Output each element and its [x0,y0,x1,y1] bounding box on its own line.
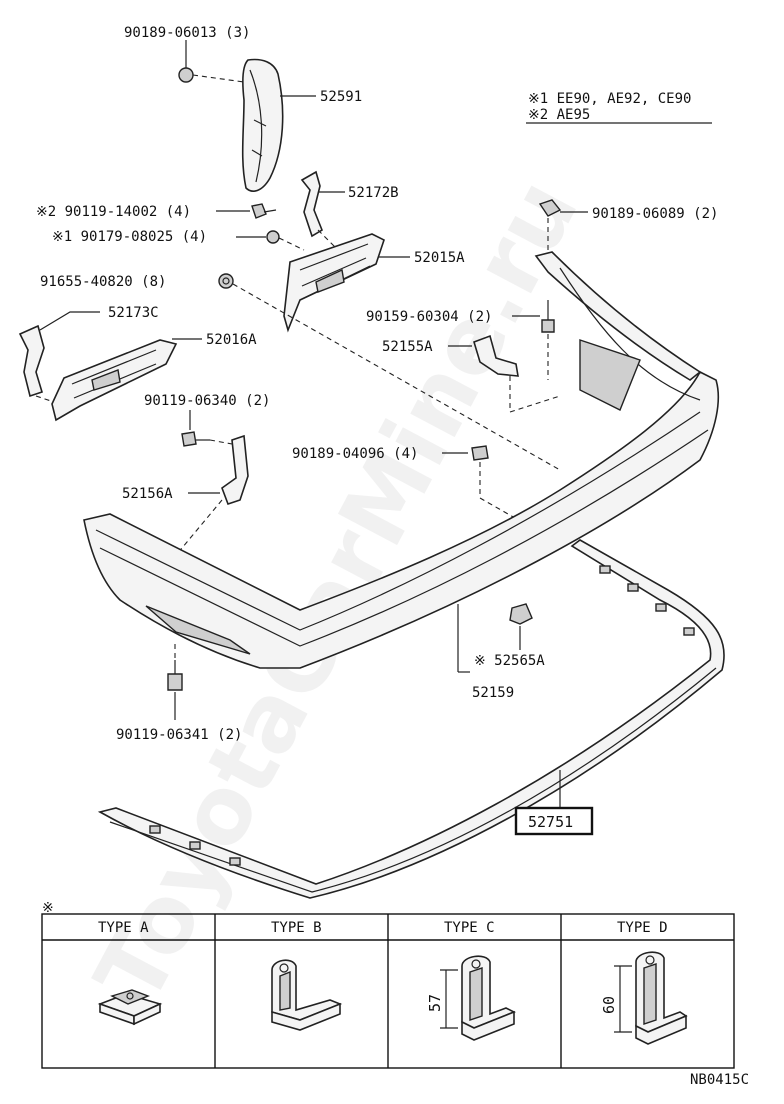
type-d-header: TYPE D [617,920,668,936]
legend-line-2: ※2 AE95 [528,107,590,123]
bolt-91655-40820[interactable] [218,273,234,289]
callout-90119-06341[interactable]: 90119-06341 (2) [116,727,242,743]
nut-90189-06013[interactable] [178,67,194,83]
callout-52159[interactable]: 52159 [472,685,514,701]
type-c-clip-drawing [440,955,516,1041]
nut-90189-04096[interactable] [471,445,489,461]
callout-52173C[interactable]: 52173C [108,305,159,321]
part-52015A-support[interactable] [283,233,385,333]
callout-90119-14002[interactable]: ※2 90119-14002 (4) [36,204,191,220]
part-52155A-retainer[interactable] [473,334,519,377]
callout-52565A[interactable]: ※ 52565A [474,653,545,669]
callout-52591[interactable]: 52591 [320,89,362,105]
callout-52155A[interactable]: 52155A [382,339,433,355]
callout-90189-06013[interactable]: 90189-06013 (3) [124,25,250,41]
part-52159-bumper-cover[interactable] [83,251,720,669]
type-c-header: TYPE C [444,920,495,936]
type-a-clip-drawing [97,989,163,1026]
part-52016A-support[interactable] [51,339,178,422]
legend-line-1: ※1 EE90, AE92, CE90 [528,91,691,107]
callout-90189-06089[interactable]: 90189-06089 (2) [592,206,718,222]
legend: ※1 EE90, AE92, CE90 ※2 AE95 [526,91,712,124]
callout-52172B[interactable]: 52172B [348,185,399,201]
callout-90159-60304[interactable]: 90159-60304 (2) [366,309,492,325]
clip-52565A[interactable] [509,603,533,625]
callout-90189-04096[interactable]: 90189-04096 (4) [292,446,418,462]
callout-box-52751 [514,806,594,836]
bolt-90159-60304[interactable] [541,300,555,333]
callout-90179-08025[interactable]: ※1 90179-08025 (4) [52,229,207,245]
bolt-90119-14002[interactable] [251,203,277,219]
part-52172B-stay[interactable] [300,170,323,238]
callout-91655-40820[interactable]: 91655-40820 (8) [40,274,166,290]
bolt-90119-06341[interactable] [167,660,183,691]
callout-52156A[interactable]: 52156A [122,486,173,502]
type-a-header: TYPE A [98,920,149,936]
type-b-header: TYPE B [271,920,322,936]
type-c-dimension: 57 [426,994,444,1012]
diagram-code: NB0415C [690,1072,749,1088]
part-52156A-retainer[interactable] [221,434,249,506]
type-table [41,913,735,1069]
type-b-clip-drawing [271,959,343,1031]
table-marker: ※ [42,900,54,916]
part-52591-bracket[interactable] [241,58,284,192]
part-52173C-stay[interactable] [18,324,45,398]
type-d-dimension: 60 [600,996,618,1014]
callout-52016A[interactable]: 52016A [206,332,257,348]
bolt-90119-06340[interactable] [181,431,210,447]
callout-90119-06340[interactable]: 90119-06340 (2) [144,393,270,409]
callout-52751[interactable]: 52751 [528,813,573,831]
nut-90179-08025[interactable] [266,230,280,244]
part-52751-reinforcement[interactable] [97,539,725,899]
nut-90189-06089[interactable] [538,199,562,217]
callout-52015A[interactable]: 52015A [414,250,465,266]
type-d-clip-drawing [614,951,688,1045]
